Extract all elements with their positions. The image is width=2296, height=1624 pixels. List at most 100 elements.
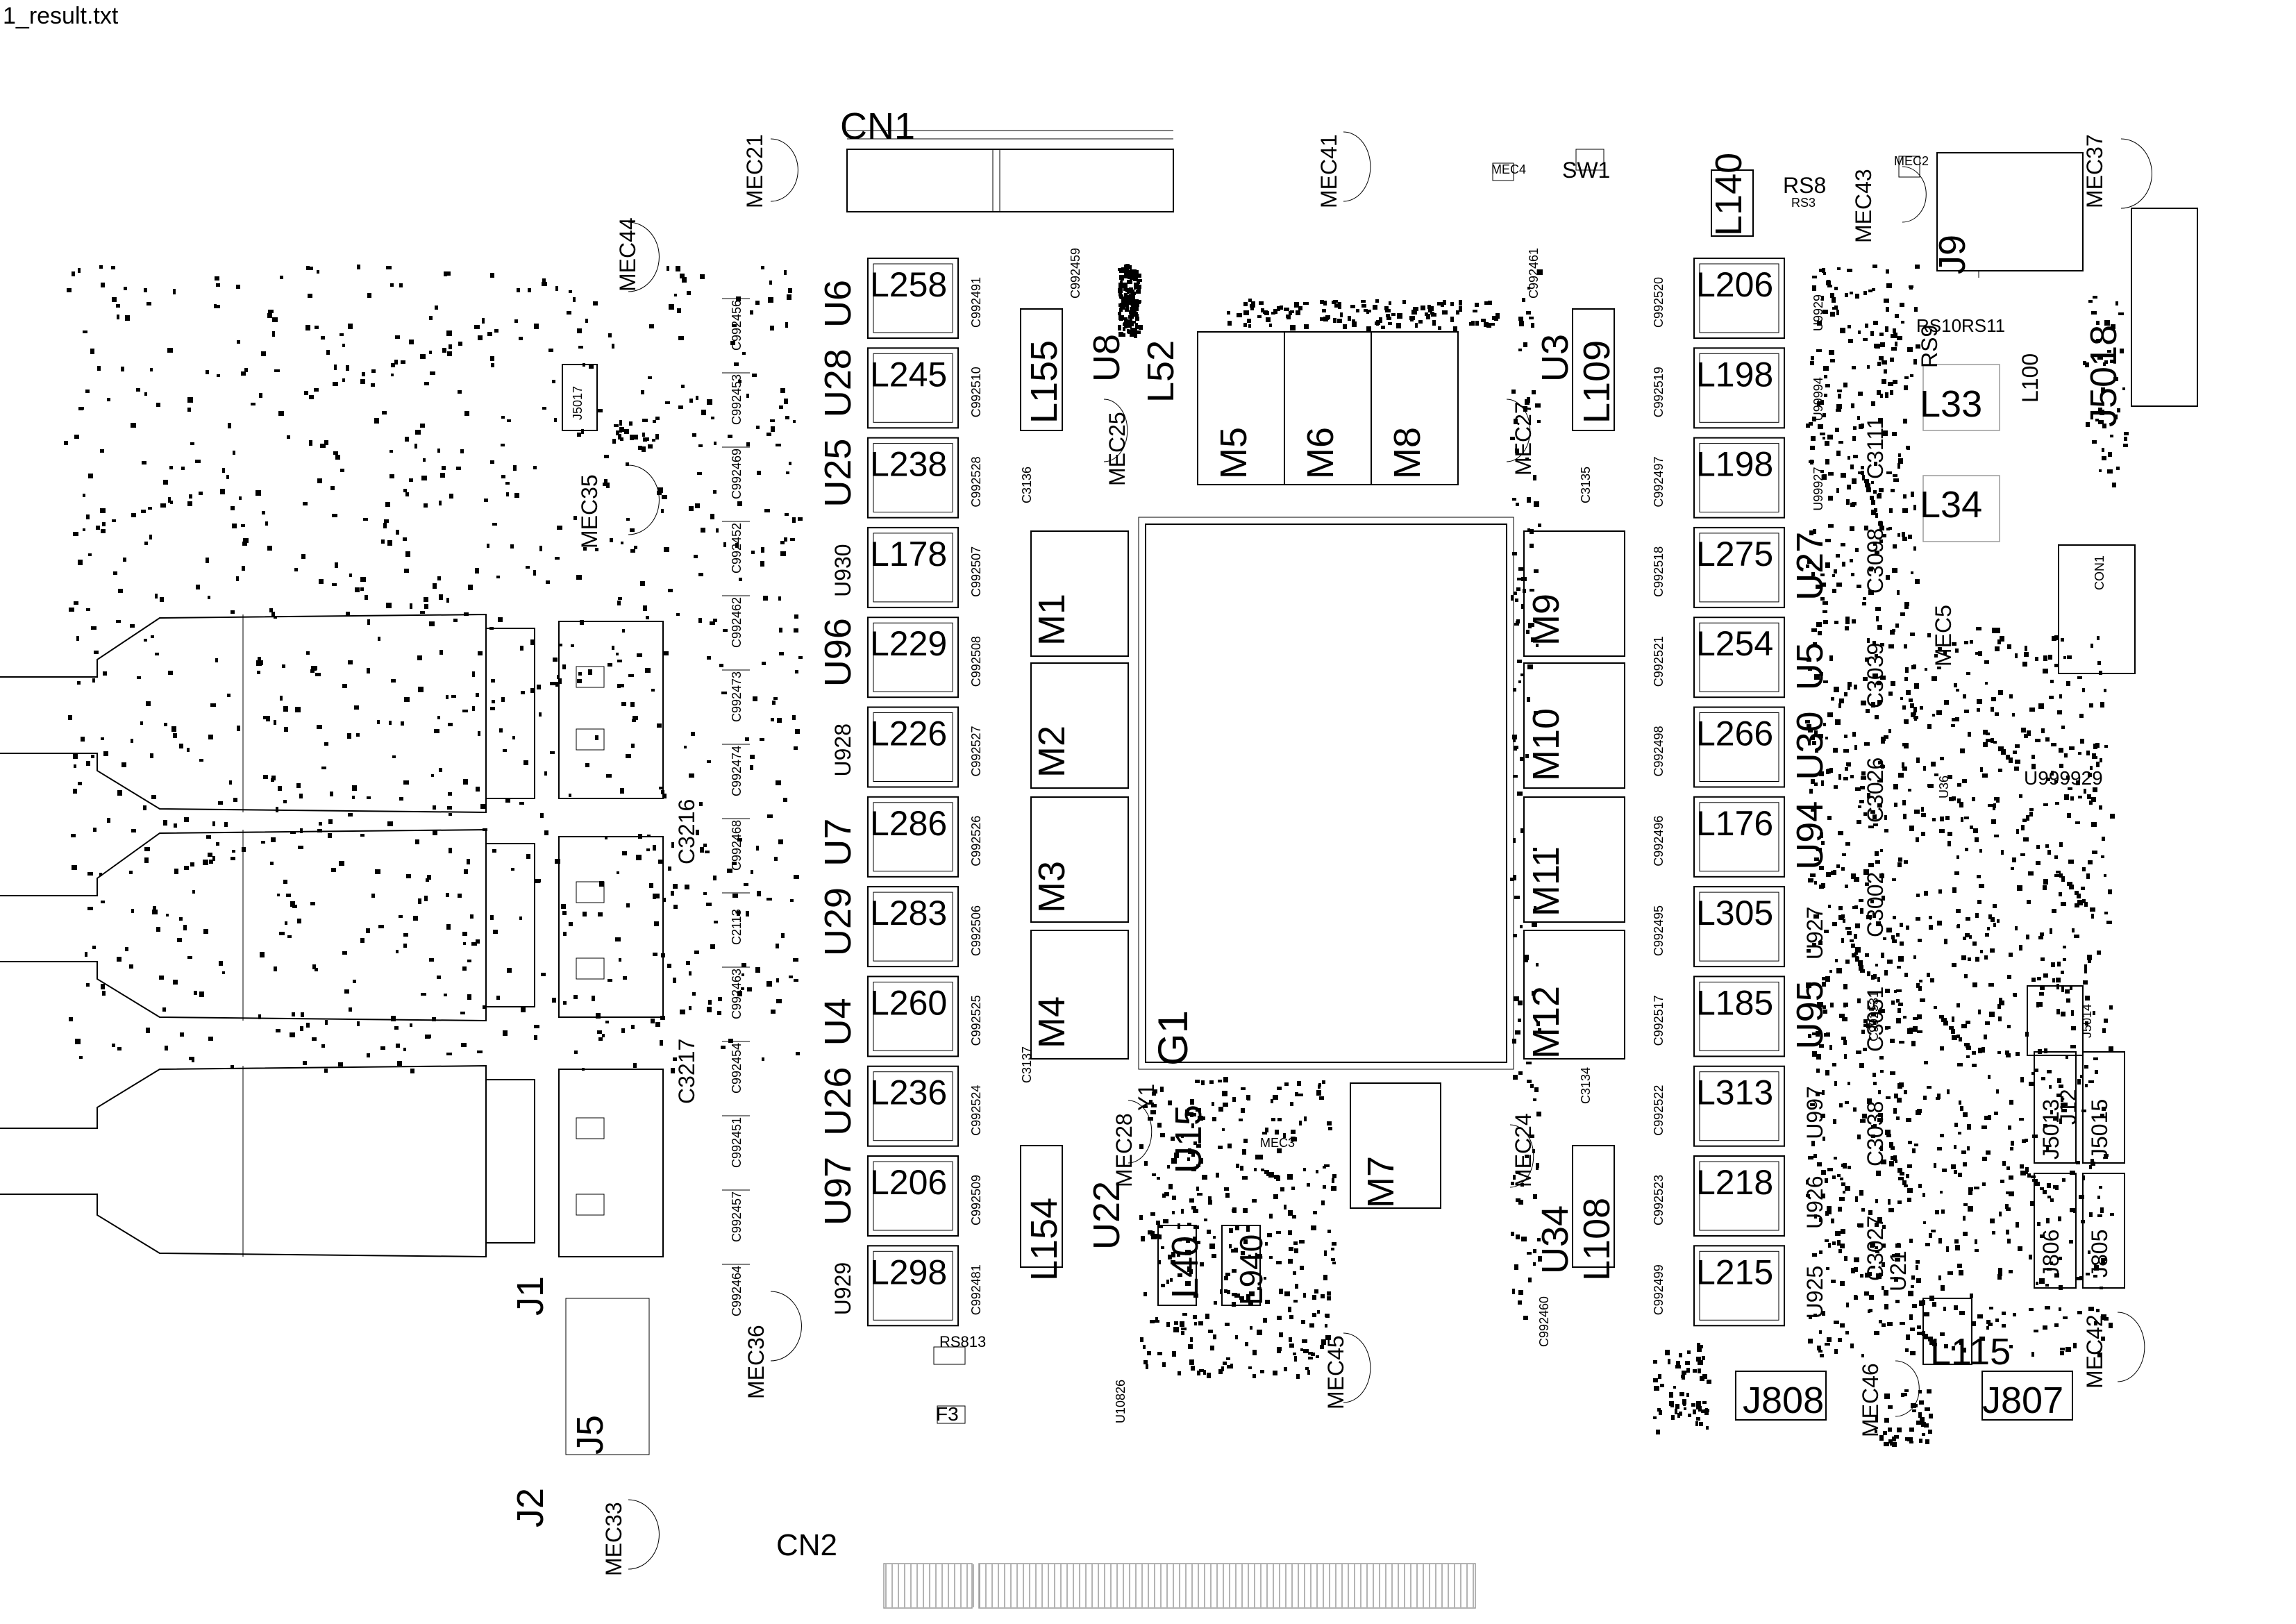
smd-pad xyxy=(478,731,480,736)
smd-pad xyxy=(460,449,464,453)
smd-pad xyxy=(2066,998,2070,1003)
smd-pad xyxy=(1274,1175,1279,1179)
smd-pad xyxy=(1814,881,1817,885)
smd-pad xyxy=(112,1044,115,1047)
smd-pad xyxy=(162,1007,166,1012)
smd-pad xyxy=(1826,872,1831,877)
smd-pad xyxy=(2034,1069,2038,1072)
smd-pad xyxy=(2099,805,2102,810)
smd-pad xyxy=(1850,526,1854,531)
smd-pad xyxy=(1909,1028,1913,1031)
smd-pad xyxy=(1675,1365,1681,1368)
smd-pad xyxy=(1951,1164,1956,1169)
smd-pad xyxy=(1932,676,1937,681)
smd-pad xyxy=(2059,873,2063,878)
smd-pad xyxy=(747,987,752,991)
smd-pad xyxy=(776,999,782,1003)
smd-pad xyxy=(571,644,574,647)
smd-pad xyxy=(1850,939,1854,942)
smd-pad xyxy=(1830,293,1834,298)
smd-pad xyxy=(1833,870,1836,875)
smd-pad xyxy=(378,637,380,641)
smd-pad xyxy=(1227,1290,1230,1294)
smd-pad xyxy=(1855,1196,1858,1202)
smd-pad xyxy=(2009,694,2013,698)
smd-pad xyxy=(1845,1186,1850,1191)
smd-pad xyxy=(1900,923,1903,927)
smd-pad xyxy=(296,783,301,788)
smd-pad xyxy=(389,474,394,478)
smd-pad xyxy=(1925,1407,1930,1411)
smd-pad xyxy=(1916,1260,1920,1264)
smd-pad xyxy=(483,1005,486,1009)
smd-pad xyxy=(1843,1040,1847,1045)
smd-pad xyxy=(1514,746,1517,751)
smd-pad xyxy=(437,976,441,979)
smd-pad xyxy=(1805,720,1810,723)
smd-pad xyxy=(1861,701,1866,705)
smd-pad xyxy=(1877,780,1883,782)
smd-pad xyxy=(1921,832,1925,836)
smd-pad xyxy=(439,594,443,600)
smd-pad xyxy=(79,1056,83,1059)
smd-pad xyxy=(463,779,468,785)
smd-pad xyxy=(501,444,505,446)
smd-pad xyxy=(326,350,330,355)
smd-pad xyxy=(1379,317,1382,323)
smd-pad xyxy=(1913,1017,1918,1020)
smd-pad xyxy=(663,794,667,798)
smd-pad xyxy=(1940,817,1944,821)
smd-pad xyxy=(1963,1348,1966,1353)
smd-pad xyxy=(1221,1366,1224,1371)
smd-pad xyxy=(437,449,440,453)
u15-label: U15 xyxy=(1168,1105,1209,1173)
smd-pad xyxy=(285,921,287,925)
cn1-label: CN1 xyxy=(840,106,915,147)
smd-pad xyxy=(2091,914,2094,919)
smd-pad xyxy=(1993,923,1996,927)
smd-pad xyxy=(290,831,296,834)
smd-pad xyxy=(1854,745,1857,750)
smd-pad xyxy=(1897,1008,1901,1013)
smd-pad xyxy=(1825,441,1829,446)
smd-pad xyxy=(1517,792,1523,796)
smd-pad xyxy=(1530,544,1534,548)
smd-pad xyxy=(2016,829,2019,834)
smd-pad xyxy=(1350,305,1355,308)
smd-pad xyxy=(642,419,648,422)
smd-pad xyxy=(1132,271,1137,277)
smd-pad xyxy=(1196,1187,1199,1191)
smd-pad xyxy=(357,265,360,269)
smd-pad xyxy=(1944,1344,1948,1348)
smd-pad xyxy=(415,839,419,844)
smd-pad xyxy=(793,420,796,423)
smd-pad xyxy=(1171,1260,1175,1264)
smd-pad xyxy=(1513,1175,1516,1180)
smd-pad xyxy=(648,444,653,449)
smd-pad xyxy=(1316,1090,1321,1096)
smd-pad xyxy=(1513,775,1518,778)
smd-pad xyxy=(1993,904,1997,908)
smd-pad xyxy=(1522,298,1525,302)
smd-pad xyxy=(573,516,577,520)
smd-pad xyxy=(1526,630,1530,634)
smd-pad xyxy=(1845,617,1850,621)
smd-pad xyxy=(1125,288,1130,292)
smd-pad xyxy=(1316,1355,1319,1358)
smd-pad xyxy=(1484,322,1489,327)
smd-pad xyxy=(655,434,659,440)
smd-pad xyxy=(1916,983,1920,988)
smd-pad xyxy=(2059,842,2063,847)
smd-pad xyxy=(2015,760,2020,764)
smd-pad xyxy=(2027,730,2031,736)
inductor-inner xyxy=(873,622,953,692)
smd-pad xyxy=(2109,1046,2113,1051)
rs-label: RS8 xyxy=(1783,173,1826,198)
smd-pad xyxy=(1873,490,1877,494)
smd-pad xyxy=(1860,908,1863,914)
smd-pad xyxy=(1151,1234,1157,1239)
j1-label: J1 xyxy=(510,1276,551,1316)
smd-pad xyxy=(728,1039,733,1043)
smd-pad xyxy=(1534,906,1536,912)
smd-pad xyxy=(1882,1244,1886,1248)
